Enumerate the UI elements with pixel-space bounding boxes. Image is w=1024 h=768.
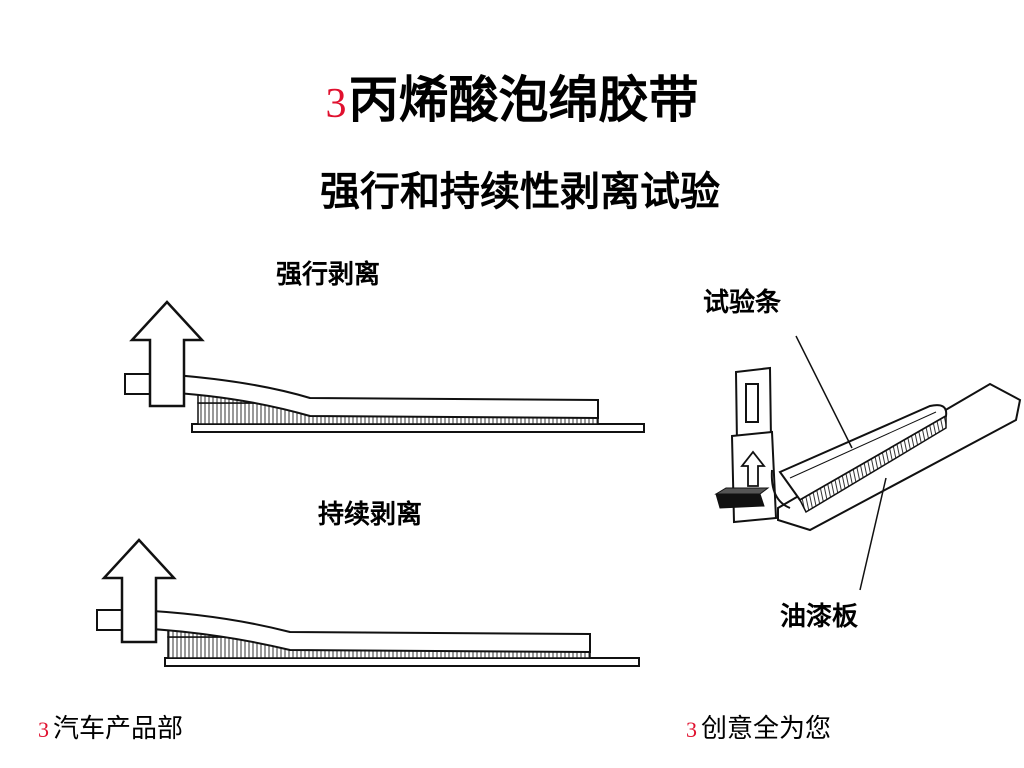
forced-peel-substrate xyxy=(191,423,645,433)
footer-right-number: 3 xyxy=(686,717,697,742)
fixture-arrow-icon xyxy=(740,450,766,487)
forced-peel-arrow-icon xyxy=(129,300,205,408)
footer-right-text: 创意全为您 xyxy=(701,714,832,744)
test-setup-illustration xyxy=(714,335,1022,591)
sustained-peel-tape xyxy=(134,608,591,654)
sustained-peel-label: 持续剥离 xyxy=(318,500,423,530)
sustained-peel-substrate xyxy=(164,657,640,667)
slide-title: 3丙烯酸泡绵胶带 xyxy=(0,68,1024,136)
sustained-peel-diagram xyxy=(96,538,640,667)
footer-left-number: 3 xyxy=(38,717,49,742)
test-strip-leader-line xyxy=(795,335,853,449)
footer-left-text: 汽车产品部 xyxy=(53,714,184,744)
test-strip-label: 试验条 xyxy=(703,288,782,318)
title-text: 丙烯酸泡绵胶带 xyxy=(348,70,699,129)
forced-peel-label: 强行剥离 xyxy=(276,260,381,290)
slide-subtitle: 强行和持续性剥离试验 xyxy=(320,168,720,215)
forced-peel-diagram xyxy=(124,300,645,433)
paint-panel-label: 油漆板 xyxy=(780,602,859,632)
forced-peel-tape xyxy=(159,372,599,420)
paint-panel-leader-line xyxy=(859,477,887,591)
title-number: 3 xyxy=(325,81,347,127)
sustained-peel-arrow-icon xyxy=(101,538,177,644)
